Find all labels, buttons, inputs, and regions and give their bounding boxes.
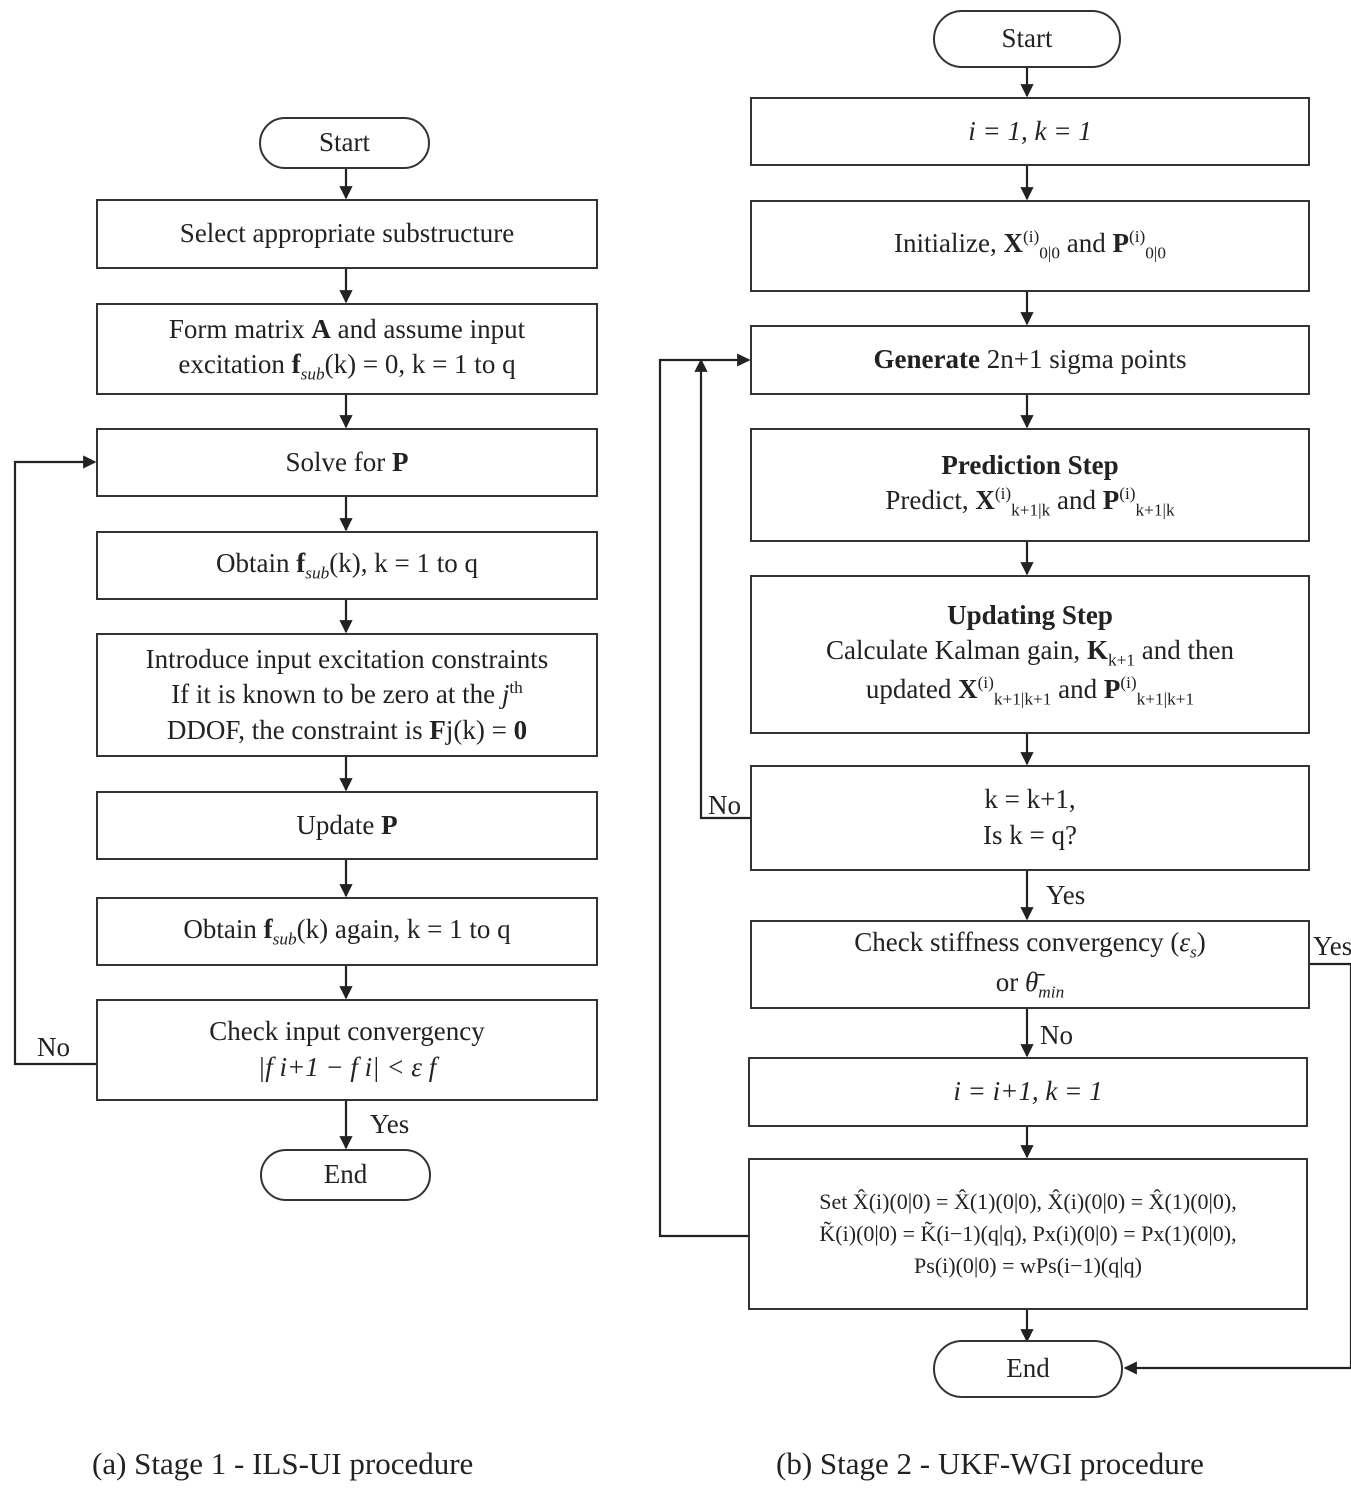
s2-no-down-label: No — [1040, 1020, 1073, 1050]
s2-updating-line2: Calculate Kalman gain, Kk+1 and then — [826, 635, 1234, 670]
s2-prediction-title: Prediction Step — [941, 449, 1119, 480]
s2-end-label: End — [1006, 1353, 1050, 1384]
s2-initialize-box: Initialize, X(i)0|0 and P(i)0|0 — [750, 200, 1310, 292]
s2-k-increment-box: k = k+1, Is k = q? — [750, 765, 1310, 871]
s2-updating-line3: updated X(i)k+1|k+1 and P(i)k+1|k+1 — [865, 673, 1195, 709]
s1-obtain-text: Obtain fsub(k), k = 1 to q — [216, 547, 478, 583]
s2-updating-title: Updating Step — [947, 599, 1113, 630]
s1-update-p-box: Update P — [96, 791, 598, 860]
s2-set-box: Set X̂(i)(0|0) = X̂(1)(0|0), X̂(i)(0|0) … — [748, 1158, 1308, 1310]
s1-start-terminal: Start — [259, 117, 430, 169]
s2-k-line2: Is k = q? — [983, 820, 1077, 850]
s1-update-text: Update P — [296, 809, 398, 840]
s2-generate-box: Generate 2n+1 sigma points — [750, 325, 1310, 395]
s2-yes-down-label: Yes — [1046, 880, 1086, 910]
s2-prediction-box: Prediction Step Predict, X(i)k+1|k and P… — [750, 428, 1310, 542]
s1-caption: (a) Stage 1 - ILS-UI procedure — [92, 1446, 474, 1481]
s1-check-input-box: Check input convergency |f i+1 − f i| < … — [96, 999, 598, 1101]
s1-start-label: Start — [319, 127, 370, 158]
s2-prediction-text: Predict, X(i)k+1|k and P(i)k+1|k — [885, 484, 1175, 520]
s2-no-loop-label: No — [708, 790, 741, 820]
s2-generate-text: Generate 2n+1 sigma points — [873, 344, 1187, 375]
s1-end-label: End — [323, 1159, 368, 1190]
s1-constraints-line2: If it is known to be zero at the jth — [171, 678, 523, 710]
arrow-s2-yes-to-end — [1123, 962, 1351, 1375]
s1-obtain-f-box: Obtain fsub(k), k = 1 to q — [96, 531, 598, 600]
s2-set-line1: Set X̂(i)(0|0) = X̂(1)(0|0), X̂(i)(0|0) … — [819, 1189, 1237, 1215]
s2-set-line3: Ps(i)(0|0) = wPs(i−1)(q|q) — [914, 1252, 1142, 1278]
s2-init-ik-text: i = 1, k = 1 — [968, 115, 1092, 146]
s2-yes-right-label: Yes — [1313, 931, 1351, 961]
s2-caption: (b) Stage 2 - UKF-WGI procedure — [776, 1446, 1204, 1481]
s2-i-increment-box: i = i+1, k = 1 — [748, 1057, 1308, 1127]
s1-check-line2: |f i+1 − f i| < ε f — [257, 1052, 437, 1082]
s2-set-line2: K̃(i)(0|0) = K̃(i−1)(q|q), Px(i)(0|0) = … — [819, 1221, 1237, 1247]
s2-k-line1: k = k+1, — [984, 784, 1076, 815]
s2-start-terminal: Start — [933, 10, 1121, 68]
s2-stiffness-line1: Check stiffness convergency (εs) — [854, 927, 1206, 962]
s1-no-label: No — [37, 1032, 70, 1062]
s2-updating-box: Updating Step Calculate Kalman gain, Kk+… — [750, 575, 1310, 734]
s1-solve-p-box: Solve for P — [96, 428, 598, 497]
s1-constraints-line1: Introduce input excitation constraints — [145, 643, 549, 674]
s1-end-terminal: End — [260, 1149, 431, 1201]
s2-start-label: Start — [1001, 23, 1053, 54]
s1-form-matrix-box: Form matrix A and assume input excitatio… — [96, 303, 598, 395]
arrow-s2-no-loop — [694, 358, 751, 820]
s1-form-line1: Form matrix A and assume input — [168, 313, 526, 344]
s2-check-stiffness-box: Check stiffness convergency (εs) or θ̄mi… — [750, 920, 1310, 1009]
s1-obtain-again-text: Obtain fsub(k) again, k = 1 to q — [183, 913, 511, 949]
s2-end-terminal: End — [933, 1340, 1123, 1398]
s1-yes-label: Yes — [370, 1109, 410, 1139]
s2-i-increment-text: i = i+1, k = 1 — [953, 1076, 1103, 1107]
s2-initialize-text: Initialize, X(i)0|0 and P(i)0|0 — [894, 227, 1166, 263]
s1-constraints-line3: DDOF, the constraint is Fj(k) = 0 — [166, 714, 528, 745]
s2-stiffness-line2: or θ̄min — [995, 966, 1065, 1001]
s1-obtain-again-box: Obtain fsub(k) again, k = 1 to q — [96, 897, 598, 966]
s1-check-line1: Check input convergency — [209, 1016, 485, 1047]
arrow-s1-no-loop — [13, 455, 97, 1066]
s1-select-text: Select appropriate substructure — [179, 218, 515, 249]
s1-solve-text: Solve for P — [285, 446, 409, 477]
s1-constraints-box: Introduce input excitation constraints I… — [96, 633, 598, 757]
s1-select-substructure-box: Select appropriate substructure — [96, 199, 598, 269]
s2-init-ik-box: i = 1, k = 1 — [750, 97, 1310, 166]
s1-form-line2: excitation fsub(k) = 0, k = 1 to q — [178, 349, 516, 384]
arrow-s2-outer-loop — [658, 353, 751, 1238]
